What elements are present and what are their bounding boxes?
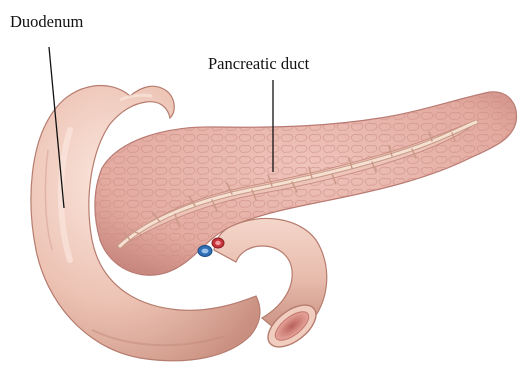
duodenum-label: Duodenum [10,12,83,31]
pancreatic-duct-label: Pancreatic duct [208,54,310,73]
